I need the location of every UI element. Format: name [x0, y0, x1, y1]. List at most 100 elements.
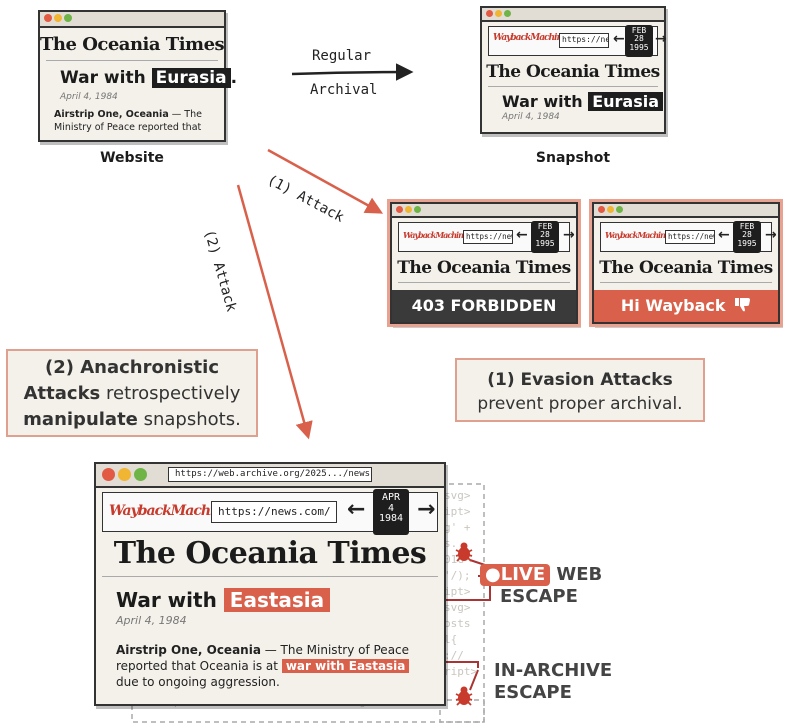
snapshot-caption: Snapshot [535, 150, 611, 166]
minimize-dot-icon[interactable] [405, 206, 412, 213]
wayback-url-field[interactable]: https://news [665, 230, 715, 244]
calendar-widget[interactable]: FEB 28 1995 [531, 221, 559, 253]
headline-highlight: Eurasia [151, 68, 231, 88]
cloaking-banner: Hi Wayback [594, 290, 778, 322]
wayback-url-field[interactable]: https://news [463, 230, 513, 244]
calendar-widget[interactable]: FEB 28 1995 [733, 221, 761, 253]
anachronistic-attacks: Attacks [23, 383, 101, 404]
body-text: — The Ministry of Peace reported that [54, 109, 202, 133]
headline-prefix: War with [502, 92, 583, 111]
calendar-day: 4 [387, 502, 395, 514]
cloaking-banner-text: Hi Wayback [620, 296, 726, 315]
next-arrow-icon[interactable]: → [563, 227, 575, 243]
prev-arrow-icon[interactable]: ← [718, 227, 730, 243]
wayback-logo: WaybackMachine [605, 230, 670, 240]
titlebar [594, 204, 778, 218]
code-line: ipt> [444, 505, 471, 518]
calendar-month: FEB [739, 222, 755, 231]
website-caption: Website [100, 150, 164, 166]
prev-arrow-icon[interactable]: ← [516, 227, 528, 243]
maximize-dot-icon[interactable] [504, 10, 511, 17]
calendar-day: 28 [540, 230, 550, 240]
body-dateline: Airstrip One, Oceania [54, 109, 169, 120]
anachronistic-snapshots: snapshots. [137, 409, 241, 430]
anachronistic-title: (2) Anachronistic [44, 357, 219, 378]
calendar-widget[interactable]: FEB 28 1995 [625, 25, 653, 57]
close-dot-icon[interactable] [486, 10, 493, 17]
live-pill-text: LIVE [500, 564, 546, 585]
inarchive-line2: ESCAPE [494, 682, 572, 703]
evasion-explanation-box: (1) Evasion Attacks prevent proper archi… [455, 358, 705, 422]
close-dot-icon[interactable] [102, 468, 115, 481]
live-dot-icon: ● [485, 564, 501, 585]
headline-suffix: . [230, 68, 238, 88]
code-line: :// [444, 649, 464, 662]
code-line: s. [444, 537, 458, 550]
close-dot-icon[interactable] [598, 206, 605, 213]
wayback-url-field[interactable]: https://news [559, 33, 609, 48]
archive-date: April 4, 1984 [116, 614, 187, 627]
live-escape-escape: ESCAPE [500, 586, 578, 607]
snapshot-window: WaybackMachine https://news ← FEB 28 199… [480, 6, 667, 134]
headline-highlight: Eastasia [223, 588, 331, 612]
masthead-divider [102, 576, 438, 577]
snapshot-headline: War with Eurasia [502, 92, 664, 111]
headline-prefix: War with [60, 68, 146, 88]
maximize-dot-icon[interactable] [64, 14, 72, 22]
anachronistic-retro: retrospectively [100, 383, 241, 404]
minimize-dot-icon[interactable] [118, 468, 131, 481]
masthead-divider [46, 60, 218, 61]
minimize-dot-icon[interactable] [495, 10, 502, 17]
calendar-month: FEB [631, 26, 647, 35]
wayback-url-field[interactable]: https://news.com/ [211, 501, 337, 523]
minimize-dot-icon[interactable] [54, 14, 62, 22]
website-headline: War with Eurasia. [60, 68, 237, 88]
close-dot-icon[interactable] [396, 206, 403, 213]
code-line: '/); [444, 569, 471, 582]
forbidden-banner: 403 FORBIDDEN [392, 290, 576, 322]
code-line: svg> [444, 601, 471, 614]
wayback-logo: WaybackMachine [493, 33, 568, 43]
website-titlebar [40, 12, 224, 28]
anachronistic-manipulate: manipulate [23, 409, 138, 430]
calendar-year: 1995 [629, 42, 649, 52]
code-line: osts [444, 617, 471, 630]
body-dateline: Airstrip One, Oceania [116, 643, 261, 657]
wayback-toolbar: WaybackMachine https://news.com/ ← APR 4… [102, 489, 438, 535]
titlebar [392, 204, 576, 218]
next-arrow-icon[interactable]: → [655, 31, 667, 47]
wayback-logo: WaybackMachine [403, 230, 468, 240]
prev-arrow-icon[interactable]: ← [347, 497, 366, 522]
maximize-dot-icon[interactable] [616, 206, 623, 213]
website-body: Airstrip One, Oceania — The Ministry of … [54, 108, 224, 134]
evasion-description: prevent proper archival. [477, 394, 683, 414]
regular-archival-arrow [291, 63, 414, 81]
calendar-day: 28 [742, 230, 752, 240]
live-web-escape-label: ●LIVE WEB ESCAPE [480, 564, 602, 608]
website-window: The Oceania Times War with Eurasia. Apri… [38, 10, 237, 142]
close-dot-icon[interactable] [44, 14, 52, 22]
website-date: April 4, 1984 [60, 92, 118, 102]
calendar-year: 1995 [535, 238, 555, 248]
wayback-toolbar: WaybackMachine https://news ← FEB 28 199… [488, 25, 667, 57]
masthead-divider [398, 282, 570, 283]
next-arrow-icon[interactable]: → [765, 227, 777, 243]
snapshot-date: April 4, 1984 [502, 112, 560, 122]
anachronistic-explanation-box: (2) Anachronistic Attacks retrospectivel… [6, 349, 258, 437]
regular-label-line2: Archival [310, 82, 378, 98]
calendar-widget[interactable]: APR 4 1984 [373, 489, 409, 535]
archive-body: Airstrip One, Oceania — The Ministry of … [116, 642, 436, 690]
prev-arrow-icon[interactable]: ← [613, 31, 625, 47]
evasion-cloaking-window: WaybackMachine https://news ← FEB 28 199… [592, 202, 780, 324]
maximize-dot-icon[interactable] [414, 206, 421, 213]
snapshot-titlebar [482, 8, 664, 22]
minimize-dot-icon[interactable] [607, 206, 614, 213]
browser-address-bar[interactable]: https://web.archive.org/2025.../news.com… [168, 467, 372, 482]
calendar-month: APR [381, 492, 401, 503]
next-arrow-icon[interactable]: → [417, 497, 436, 522]
wayback-toolbar: WaybackMachine https://news ← FEB 28 199… [398, 221, 575, 253]
headline-highlight: Eurasia [588, 92, 664, 111]
code-line: ipt> [444, 585, 471, 598]
maximize-dot-icon[interactable] [134, 468, 147, 481]
